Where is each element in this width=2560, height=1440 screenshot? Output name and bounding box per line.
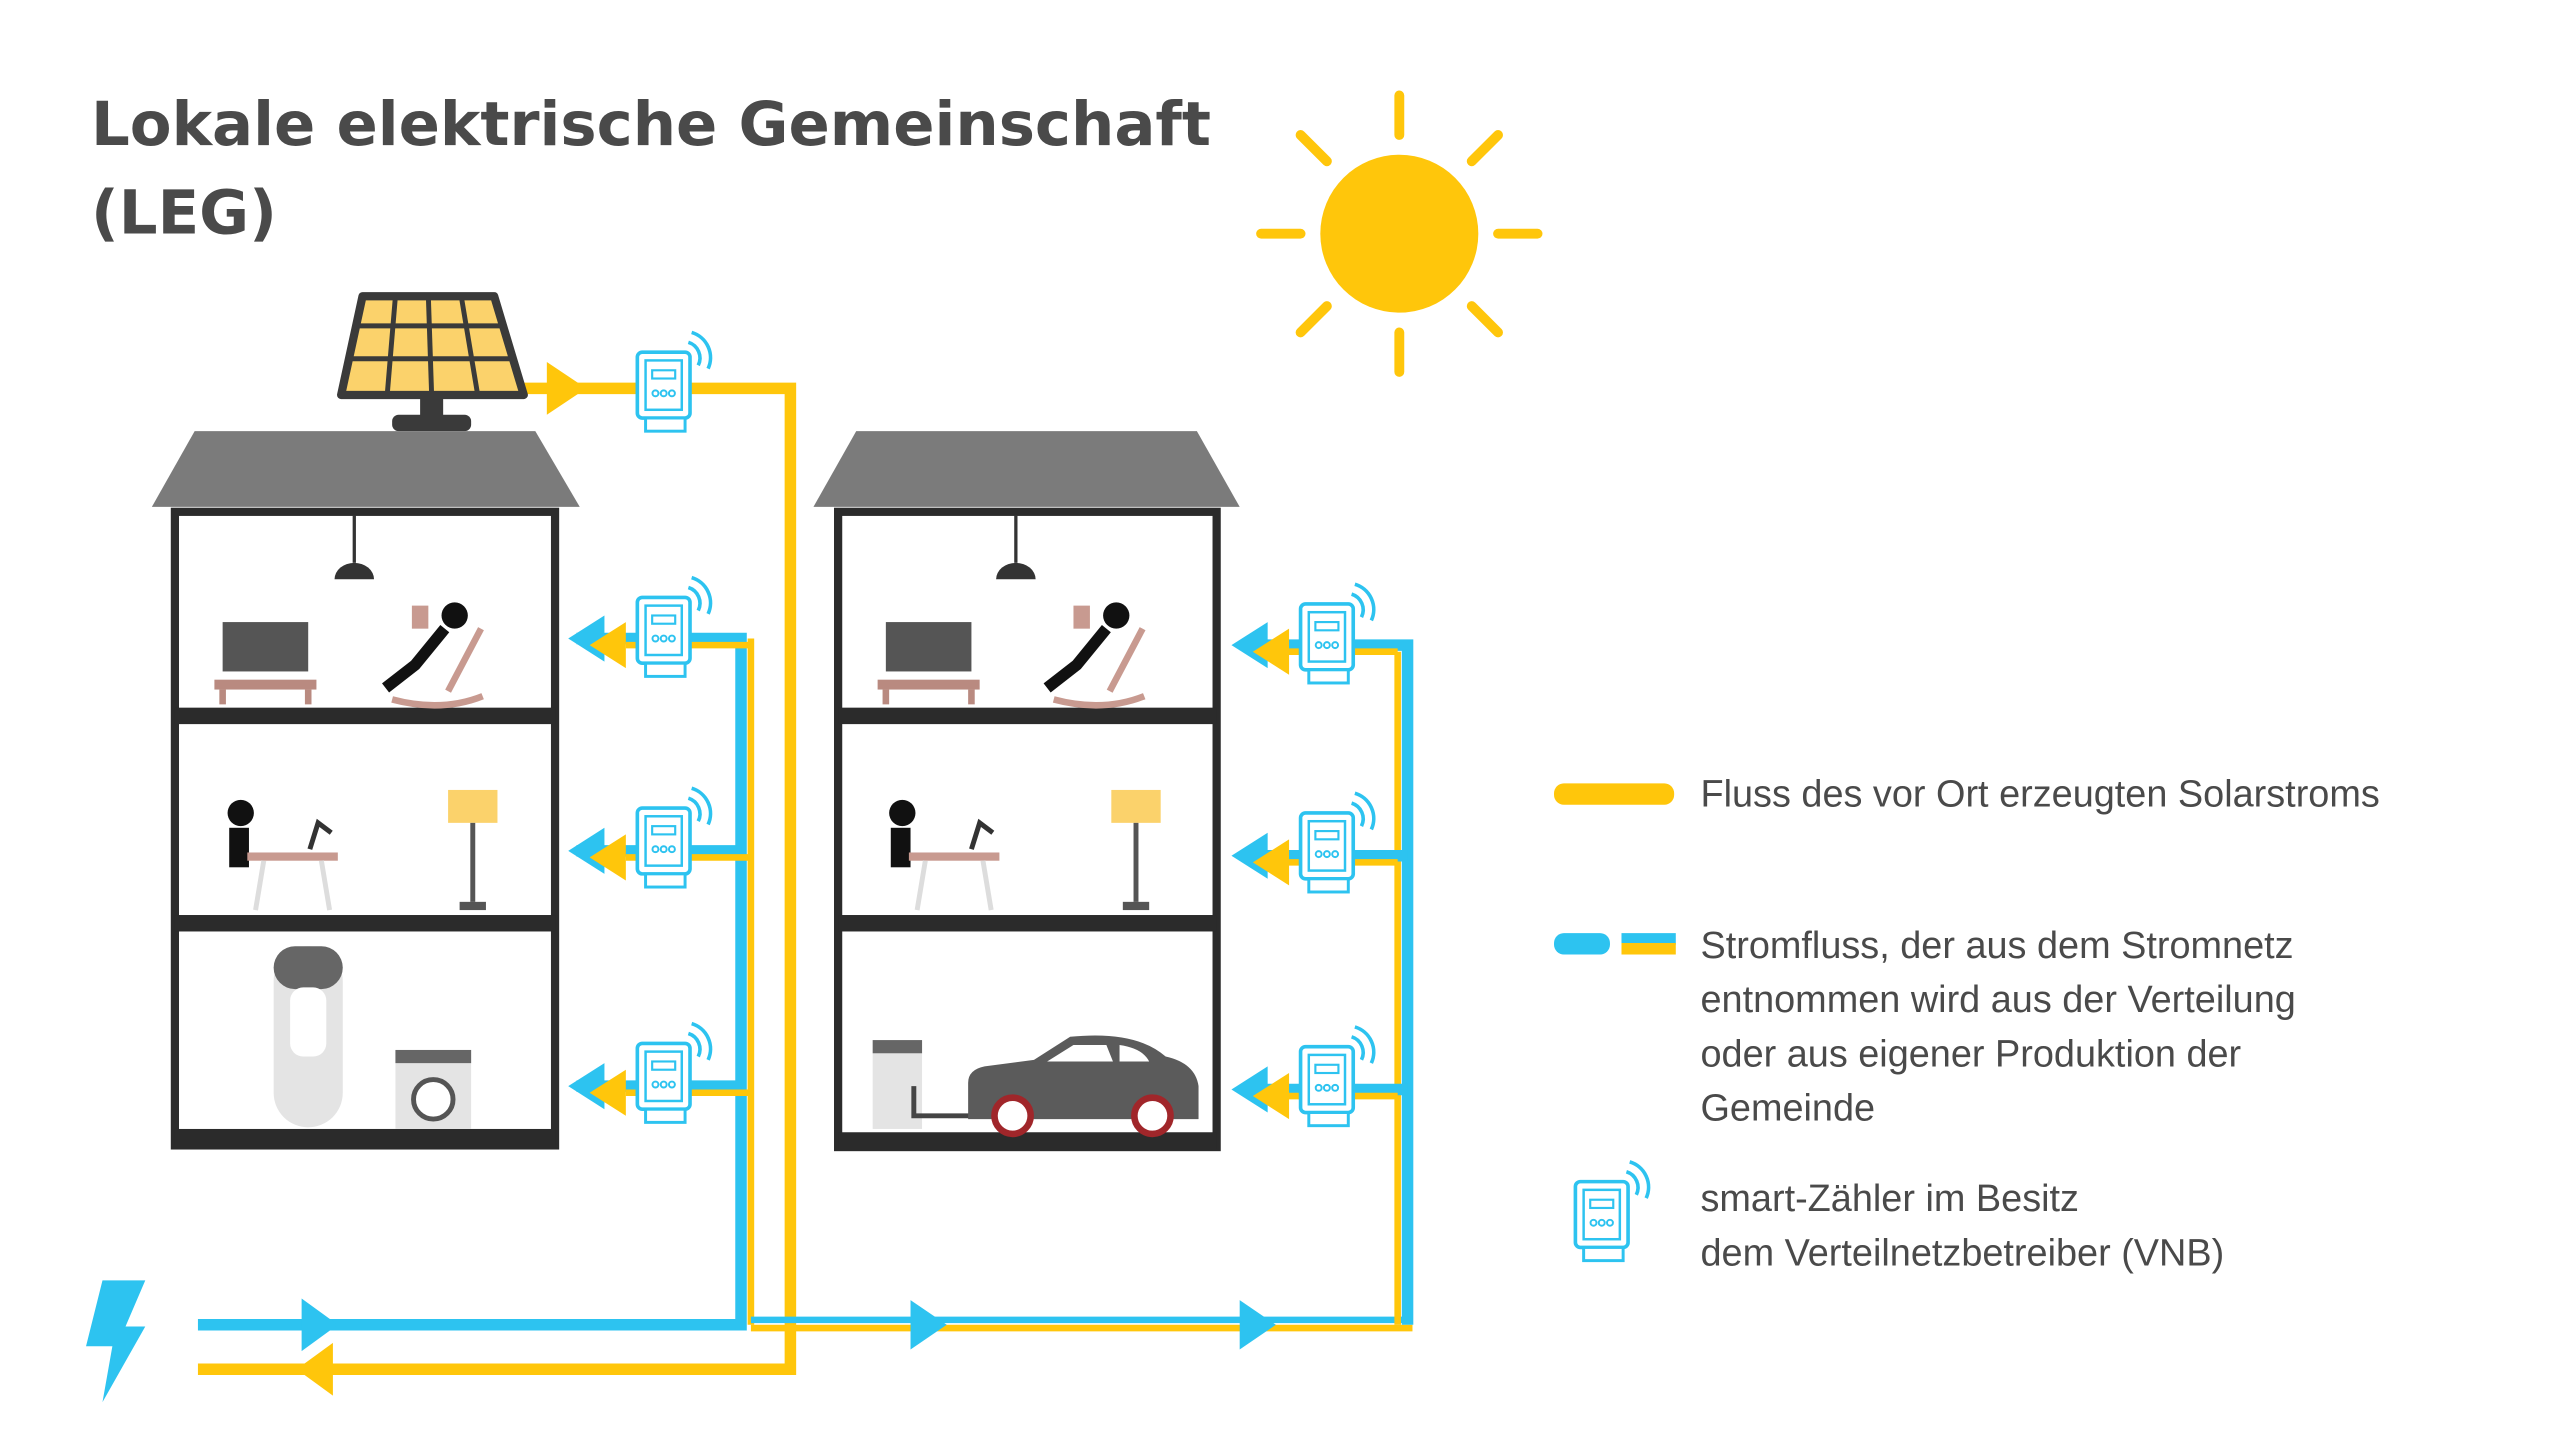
washing-machine-icon [395, 1049, 472, 1129]
tv-icon [877, 622, 980, 705]
boiler-icon [273, 946, 343, 1128]
title-line-1: Lokale elektrische Gemeinschaft [91, 89, 1211, 160]
rocking-chair-icon [382, 602, 484, 709]
legend-meter-label-2: dem Verteilnetzbetreiber (VNB) [1700, 1233, 2224, 1275]
car-icon [968, 1035, 1199, 1138]
legend-grid-label-3: oder aus eigener Produktion der [1700, 1033, 2241, 1075]
ceiling-lamp-icon [334, 515, 375, 580]
legend: Fluss des vor Ort erzeugten Solarstroms … [1554, 773, 2380, 1275]
lightning-icon [86, 1280, 146, 1403]
desk-person-icon [227, 799, 338, 911]
smart-meter-icon [635, 1021, 713, 1125]
ceiling-lamp-icon [996, 515, 1036, 580]
house-1 [151, 431, 580, 1150]
smart-meter-icon [635, 575, 713, 679]
desk-person-icon [889, 799, 1000, 911]
smart-meter-icon [1298, 582, 1376, 685]
legend-grid-swatch [1554, 933, 1676, 955]
rocking-chair-icon [1043, 602, 1146, 709]
house-2 [813, 431, 1240, 1152]
smart-meter-icon [1573, 1160, 1651, 1263]
legend-grid-label-2: entnommen wird aus der Verteilung [1700, 979, 2295, 1021]
floor-lamp-icon [1111, 789, 1161, 911]
legend-grid-label-4: Gemeinde [1700, 1088, 1875, 1130]
flow-arrows [296, 362, 1290, 1396]
legend-grid-label-1: Stromfluss, der aus dem Stromnetz [1700, 925, 2293, 967]
smart-meter-icon [635, 786, 713, 889]
floor-lamp-icon [448, 789, 498, 911]
charging-station-icon [872, 1040, 972, 1129]
legend-solar-label: Fluss des vor Ort erzeugten Solarstroms [1700, 773, 2379, 815]
legend-solar-swatch [1554, 783, 1675, 805]
solar-panel-icon [337, 292, 528, 432]
legend-meter-label-1: smart-Zähler im Besitz [1700, 1178, 2079, 1220]
smart-meter-icon [635, 330, 713, 433]
title-line-2: (LEG) [91, 178, 277, 249]
smart-meter-icon [1298, 791, 1376, 894]
sun-icon [1256, 90, 1543, 377]
tv-icon [214, 622, 317, 705]
smart-meter-icon [1298, 1025, 1376, 1128]
